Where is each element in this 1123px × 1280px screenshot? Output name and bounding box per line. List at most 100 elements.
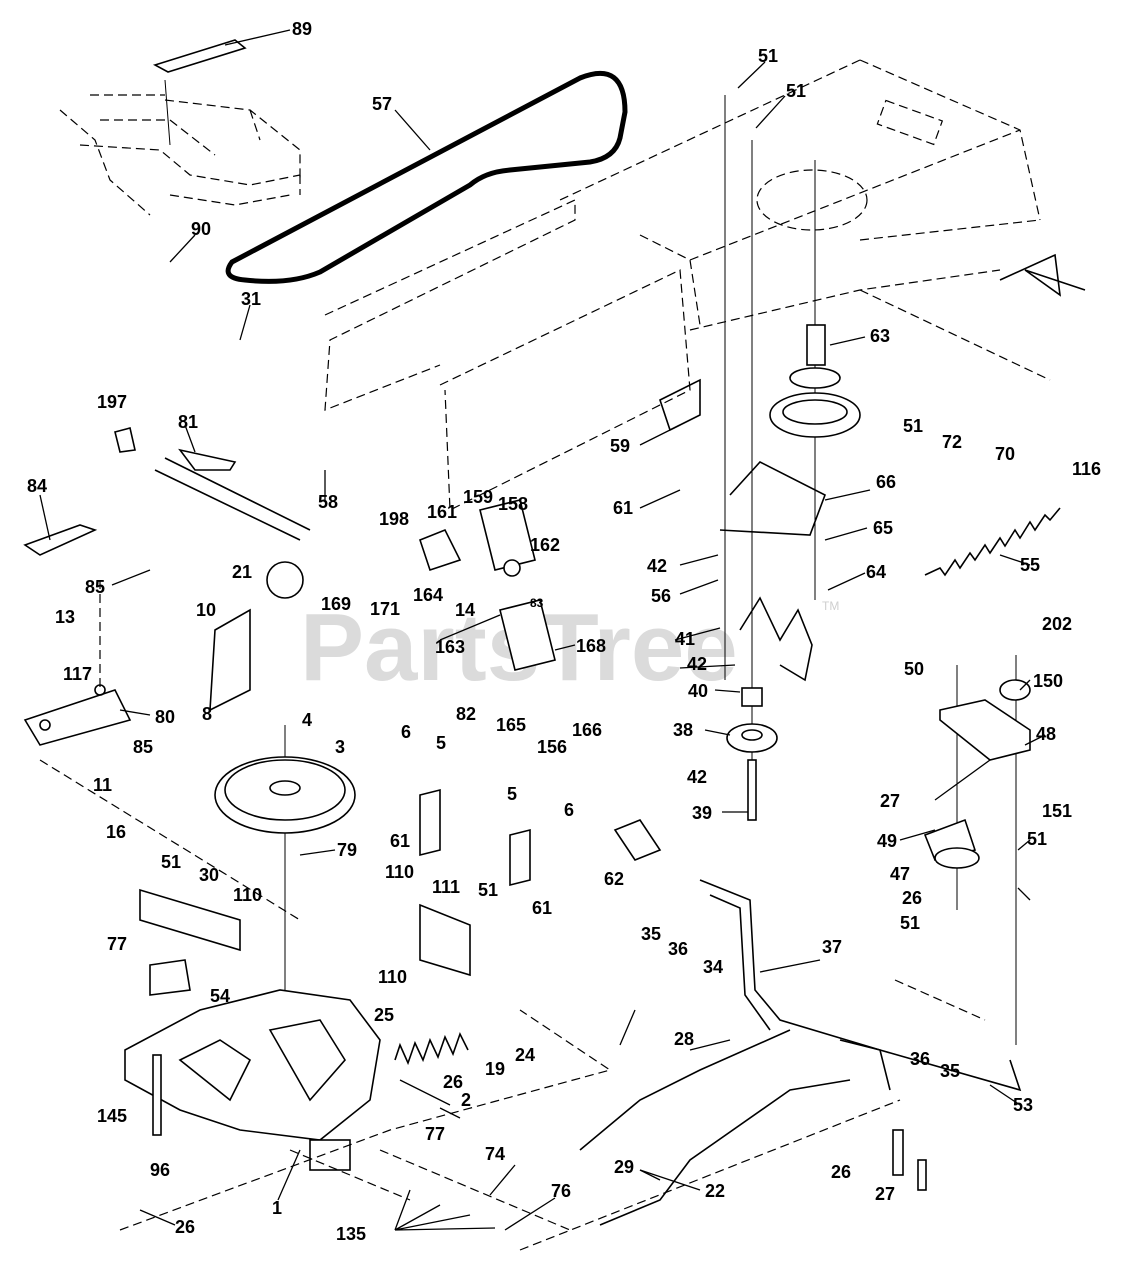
callout-117: 117	[63, 664, 92, 684]
callout-61: 61	[532, 898, 552, 918]
callout-161: 161	[427, 502, 457, 522]
callout-164: 164	[413, 585, 443, 605]
callout-30: 30	[199, 865, 219, 885]
callout-110: 110	[385, 862, 414, 882]
callout-116: 116	[1072, 459, 1101, 479]
callout-63: 63	[870, 326, 890, 346]
callout-51: 51	[900, 913, 920, 933]
callout-65: 65	[873, 518, 893, 538]
callout-151: 151	[1042, 801, 1072, 821]
callout-198: 198	[379, 509, 409, 529]
callout-197: 197	[97, 392, 127, 412]
callout-29: 29	[614, 1157, 634, 1177]
callout-159: 159	[463, 487, 493, 507]
callout-40: 40	[688, 681, 708, 701]
callout-36: 36	[910, 1049, 930, 1069]
callout-42: 42	[687, 654, 707, 674]
callout-48: 48	[1036, 724, 1056, 744]
callout-162: 162	[530, 535, 560, 555]
callout-83: 83	[530, 596, 544, 610]
callout-1: 1	[272, 1198, 282, 1218]
callout-156: 156	[537, 737, 567, 757]
spring-25	[394, 1031, 469, 1066]
callout-202: 202	[1042, 614, 1072, 634]
frame-outline	[324, 59, 1051, 511]
callout-38: 38	[673, 720, 693, 740]
callout-27: 27	[880, 791, 900, 811]
callout-51: 51	[758, 46, 778, 66]
callout-22: 22	[705, 1181, 725, 1201]
callout-26: 26	[831, 1162, 851, 1182]
dashboard-outline	[59, 39, 301, 216]
shaft-81	[114, 427, 311, 541]
callout-111: 111	[432, 877, 460, 897]
callout-82: 82	[456, 704, 476, 724]
callout-3: 3	[335, 737, 345, 757]
callout-51: 51	[903, 416, 923, 436]
callout-81: 81	[178, 412, 198, 432]
callout-72: 72	[942, 432, 962, 452]
brake-linkage	[23, 524, 301, 921]
callout-14: 14	[455, 600, 475, 620]
callout-85: 85	[85, 577, 105, 597]
callout-6: 6	[564, 800, 574, 820]
callout-166: 166	[572, 720, 602, 740]
callout-70: 70	[995, 444, 1015, 464]
callout-25: 25	[374, 1005, 394, 1025]
callout-labels: 89 57 90 31 51 51 63 51 72 70 116 197 81…	[27, 19, 1101, 1244]
callout-5: 5	[436, 733, 446, 753]
callout-150: 150	[1033, 671, 1063, 691]
callout-158: 158	[498, 494, 528, 514]
callout-169: 169	[321, 594, 351, 614]
callout-61: 61	[390, 831, 410, 851]
callout-80: 80	[155, 707, 175, 727]
callout-2: 2	[461, 1090, 471, 1110]
callout-6: 6	[401, 722, 411, 742]
callout-51: 51	[161, 852, 181, 872]
callout-35: 35	[940, 1061, 960, 1081]
callout-13: 13	[55, 607, 75, 627]
callout-42: 42	[687, 767, 707, 787]
callout-66: 66	[876, 472, 896, 492]
callout-16: 16	[106, 822, 126, 842]
callout-59: 59	[610, 436, 630, 456]
callout-58: 58	[318, 492, 338, 512]
idler-pulley-stack	[769, 324, 861, 438]
callout-39: 39	[692, 803, 712, 823]
callout-42: 42	[647, 556, 667, 576]
callout-168: 168	[576, 636, 606, 656]
callout-24: 24	[515, 1045, 535, 1065]
callout-26: 26	[175, 1217, 195, 1237]
callout-64: 64	[866, 562, 886, 582]
callout-41: 41	[675, 629, 695, 649]
right-brackets	[923, 679, 1031, 869]
callout-4: 4	[302, 710, 312, 730]
callout-49: 49	[877, 831, 897, 851]
callout-26: 26	[902, 888, 922, 908]
small-hardware	[152, 1054, 927, 1191]
callout-85: 85	[133, 737, 153, 757]
callout-51: 51	[786, 81, 806, 101]
callout-31: 31	[241, 289, 261, 309]
rod-66	[719, 461, 827, 536]
callout-19: 19	[485, 1059, 505, 1079]
callout-110: 110	[233, 885, 262, 905]
callout-51: 51	[1027, 829, 1047, 849]
callout-28: 28	[674, 1029, 694, 1049]
callout-89: 89	[292, 19, 312, 39]
callout-76: 76	[551, 1181, 571, 1201]
engine-pulley	[214, 756, 356, 834]
callout-62: 62	[604, 869, 624, 889]
callout-110: 110	[378, 967, 407, 987]
callout-79: 79	[337, 840, 357, 860]
callout-34: 34	[703, 957, 723, 977]
callout-8: 8	[202, 704, 212, 724]
callout-36: 36	[668, 939, 688, 959]
callout-171: 171	[370, 599, 400, 619]
callout-21: 21	[232, 562, 252, 582]
callout-51: 51	[478, 880, 498, 900]
callout-11: 11	[93, 775, 112, 795]
callout-57: 57	[372, 94, 392, 114]
